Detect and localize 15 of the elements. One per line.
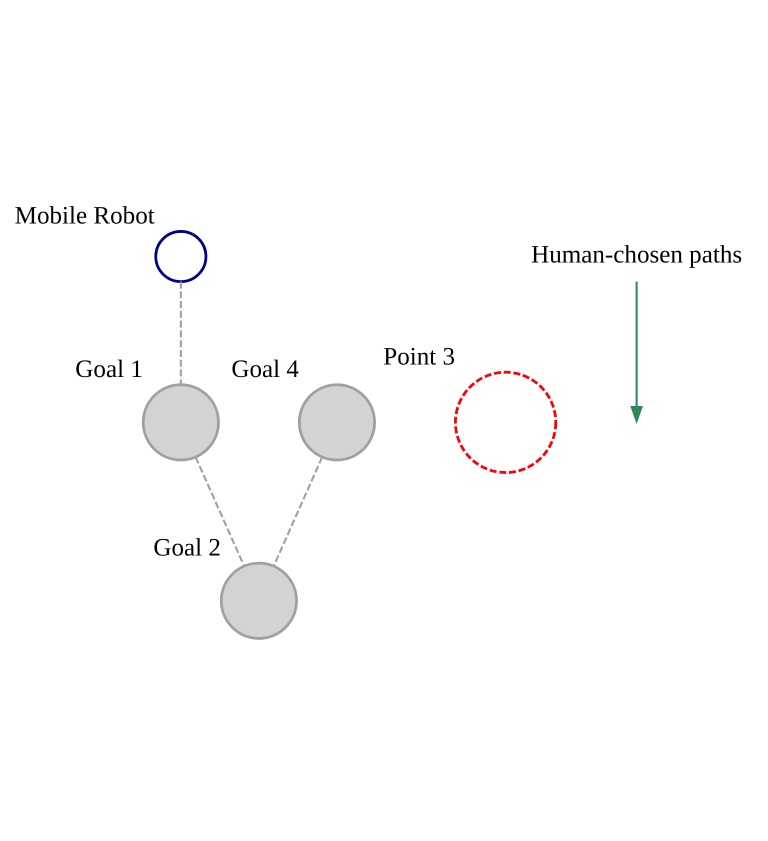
node-circle [142,382,220,461]
node-label: Goal 1 [75,355,143,382]
node-circle [154,230,208,283]
connector [272,456,324,566]
node-label: Mobile Robot [14,202,155,230]
arrow [630,281,643,424]
node-circle [298,382,376,461]
connector [194,456,246,566]
node-text: Human-chosen paths [531,241,742,268]
node-label: Goal 2 [153,534,221,561]
connector [180,281,182,384]
node-label: Goal 4 [231,355,299,382]
node-label: Point 3 [383,342,456,370]
node-circle [220,561,298,640]
node-circle [454,370,558,474]
